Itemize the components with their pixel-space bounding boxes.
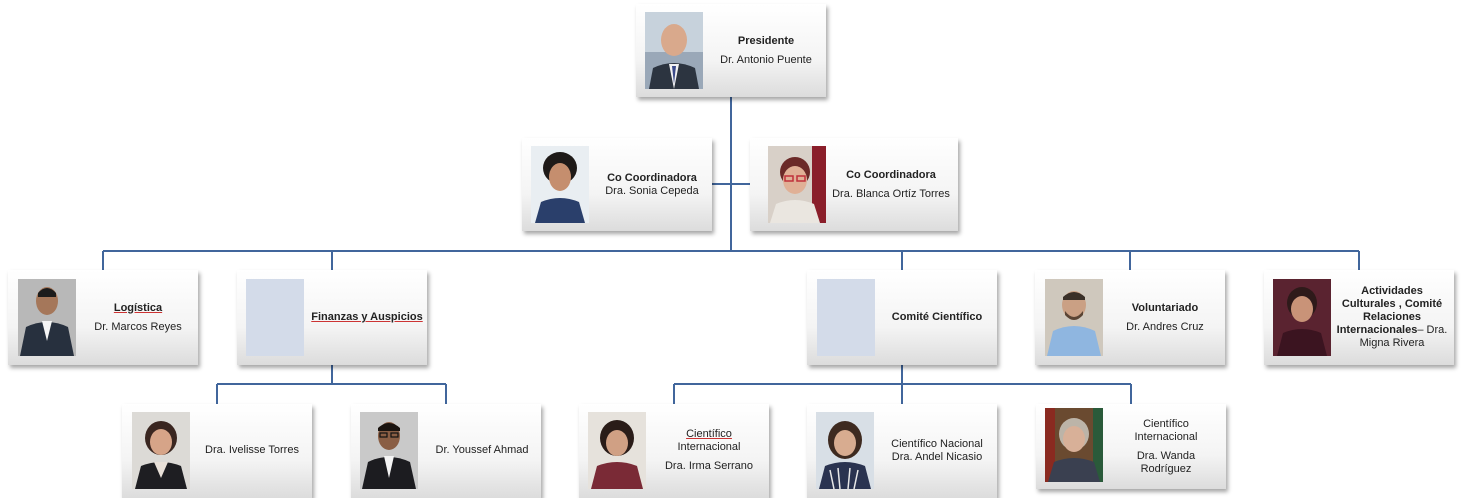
comite-role: Comité Científico bbox=[891, 311, 983, 323]
node-ivelisse-torres: Dra. Ivelisse Torres bbox=[122, 404, 312, 498]
coordinator-1-name: Dra. Sonia Cepeda bbox=[605, 184, 699, 197]
photo-youssef-ahmad bbox=[360, 412, 418, 489]
comite-text: Comité Científico bbox=[879, 279, 995, 356]
logistica-role: Logística bbox=[113, 301, 163, 314]
cultural-role-line2: Culturales , Comité bbox=[1341, 298, 1443, 310]
logistica-name: Dr. Marcos Reyes bbox=[94, 320, 182, 333]
wanda-name-line1: Dra. Wanda bbox=[1136, 449, 1196, 462]
irma-title-line1: Científico bbox=[686, 428, 732, 440]
node-voluntariado: Voluntariado Dr. Andres Cruz bbox=[1035, 270, 1225, 365]
finanzas-photo-placeholder bbox=[246, 279, 304, 356]
coordinator-1-role: Co Coordinadora bbox=[607, 171, 697, 184]
logistica-text: Logística Dr. Marcos Reyes bbox=[80, 279, 196, 356]
youssef-text: Dr. Youssef Ahmad bbox=[423, 412, 541, 489]
ivelisse-text: Dra. Ivelisse Torres bbox=[194, 412, 310, 489]
cultural-name-part1: – Dra. bbox=[1417, 324, 1448, 336]
node-comite-cientifico: Comité Científico bbox=[807, 270, 997, 365]
president-text: Presidente Dr. Antonio Puente bbox=[708, 12, 824, 89]
node-actividades-culturales: Actividades Culturales , Comité Relacion… bbox=[1264, 270, 1454, 365]
voluntariado-name: Dr. Andres Cruz bbox=[1126, 320, 1204, 333]
coordinator-2-role: Co Coordinadora bbox=[846, 168, 936, 181]
wanda-title-line1: Científico bbox=[1143, 417, 1189, 430]
youssef-name: Dr. Youssef Ahmad bbox=[435, 444, 529, 456]
andel-text: Científico Nacional Dra. Andel Nicasio bbox=[877, 412, 997, 489]
node-irma-serrano: Científico Internacional Dra. Irma Serra… bbox=[579, 404, 769, 498]
photo-sonia-cepeda bbox=[531, 146, 589, 223]
node-youssef-ahmad: Dr. Youssef Ahmad bbox=[351, 404, 541, 498]
wanda-name-line2: Rodríguez bbox=[1140, 462, 1192, 475]
wanda-text: Científico Internacional Dra. Wanda Rodr… bbox=[1106, 408, 1226, 485]
coordinator-1-text: Co Coordinadora Dra. Sonia Cepeda bbox=[594, 146, 710, 223]
photo-antonio-puente bbox=[645, 12, 703, 89]
photo-ivelisse-torres bbox=[132, 412, 190, 489]
andel-name: Dra. Andel Nicasio bbox=[891, 450, 983, 463]
node-president: Presidente Dr. Antonio Puente bbox=[636, 4, 826, 97]
photo-irma-serrano bbox=[588, 412, 646, 489]
node-coordinator-ortiz: Co Coordinadora Dra. Blanca Ortíz Torres bbox=[750, 138, 958, 231]
andel-title: Científico Nacional bbox=[891, 437, 983, 450]
node-coordinator-cepeda: Co Coordinadora Dra. Sonia Cepeda bbox=[522, 138, 712, 231]
finanzas-role: Finanzas y Auspicios bbox=[311, 311, 423, 323]
photo-blanca-ortiz bbox=[768, 146, 826, 223]
president-role: Presidente bbox=[737, 34, 795, 47]
node-finanzas: Finanzas y Auspicios bbox=[237, 270, 427, 365]
voluntariado-text: Voluntariado Dr. Andres Cruz bbox=[1107, 279, 1223, 356]
cultural-role-line4: Internacionales bbox=[1336, 324, 1418, 336]
irma-title-line2: Internacional bbox=[677, 441, 741, 453]
voluntariado-role: Voluntariado bbox=[1131, 301, 1199, 314]
irma-text: Científico Internacional Dra. Irma Serra… bbox=[649, 412, 769, 489]
photo-migna-rivera bbox=[1273, 279, 1331, 356]
coordinator-2-name: Dra. Blanca Ortíz Torres bbox=[832, 187, 950, 200]
node-andel-nicasio: Científico Nacional Dra. Andel Nicasio bbox=[807, 404, 997, 498]
coordinator-2-text: Co Coordinadora Dra. Blanca Ortíz Torres bbox=[826, 146, 956, 223]
photo-wanda-rodriguez bbox=[1045, 408, 1103, 482]
president-name: Dr. Antonio Puente bbox=[720, 53, 812, 66]
irma-name: Dra. Irma Serrano bbox=[664, 460, 754, 472]
wanda-title-line2: Internacional bbox=[1134, 430, 1198, 443]
photo-andel-nicasio bbox=[816, 412, 874, 489]
finanzas-text: Finanzas y Auspicios bbox=[307, 279, 427, 356]
comite-photo-placeholder bbox=[817, 279, 875, 356]
ivelisse-name: Dra. Ivelisse Torres bbox=[205, 444, 299, 456]
cultural-text: Actividades Culturales , Comité Relacion… bbox=[1330, 276, 1454, 359]
node-logistica: Logística Dr. Marcos Reyes bbox=[8, 270, 198, 365]
cultural-role-line4-wrap: Internacionales– Dra. bbox=[1337, 324, 1448, 337]
cultural-name-part2: Migna Rivera bbox=[1359, 337, 1425, 349]
cultural-role-line1: Actividades bbox=[1361, 285, 1423, 297]
photo-marcos-reyes bbox=[18, 279, 76, 356]
node-wanda-rodriguez: Científico Internacional Dra. Wanda Rodr… bbox=[1036, 404, 1226, 489]
cultural-role-line3: Relaciones bbox=[1362, 311, 1422, 323]
photo-andres-cruz bbox=[1045, 279, 1103, 356]
